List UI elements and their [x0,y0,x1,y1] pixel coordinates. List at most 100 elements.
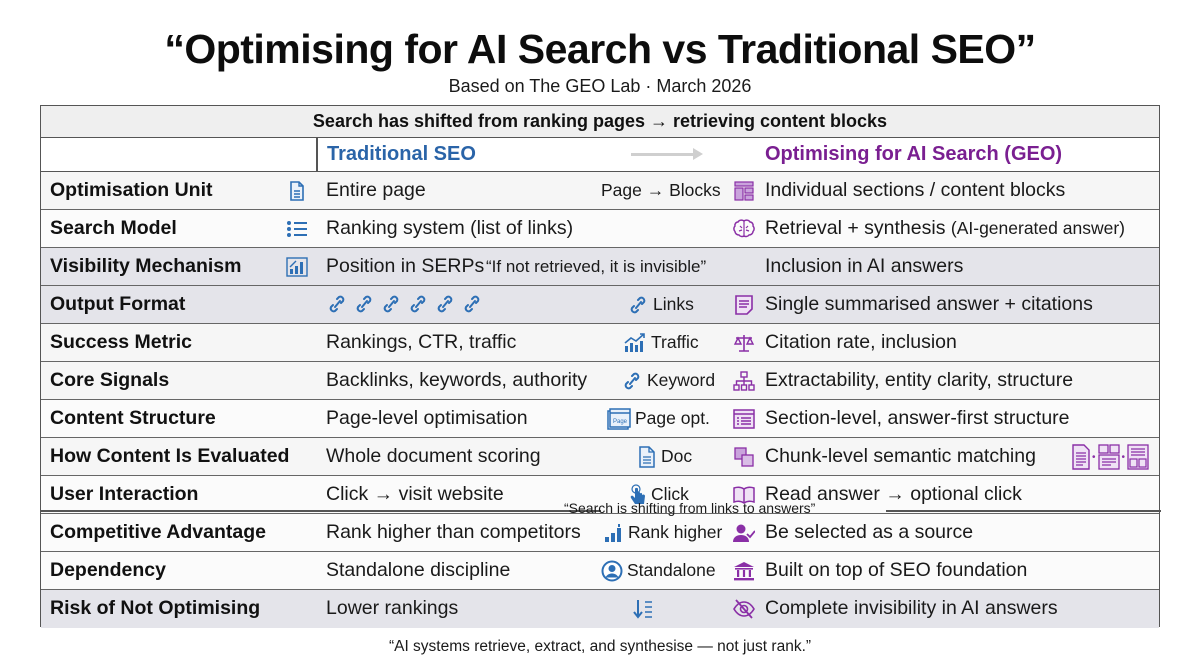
table-body: Optimisation Unit Entire page Page → Blo… [41,172,1159,628]
table-row: Competitive Advantage Rank higher than c… [41,514,1159,552]
row-label: Competitive Advantage [50,521,266,543]
mini-label: Traffic [651,332,699,352]
svg-text:Page: Page [613,419,628,425]
geo-value: Citation rate, inclusion [765,331,957,353]
section-list-icon [733,409,755,429]
link-icon [410,295,426,313]
mini-click: Click [629,476,689,513]
geo-value: Inclusion in AI answers [765,255,964,277]
traditional-value: Ranking system (list of links) [326,217,574,239]
table-row: Dependency Standalone discipline Standal… [41,552,1159,590]
divider-line-right [886,510,1161,512]
table-row: Search Model Ranking system (list of lin… [41,210,1159,248]
mini-label: Links [653,294,694,314]
table-row: Optimisation Unit Entire page Page → Blo… [41,172,1159,210]
traditional-value: Page-level optimisation [326,407,528,429]
traditional-value: Whole document scoring [326,445,541,467]
geo-value: Read answer → optional click [765,483,1022,505]
link-icon [383,295,399,313]
geo-value: Single summarised answer + citations [765,293,1093,315]
user-check-icon [733,524,755,542]
link-icon [437,295,453,313]
link-icon [356,295,372,313]
institution-icon [734,562,754,581]
mini-label: Click [651,484,689,504]
table-header: Traditional SEO Optimising for AI Search… [41,138,1159,172]
chunk-icons-group: • • [1071,444,1150,470]
tap-icon [630,483,645,504]
document-blocks-icon [1127,444,1149,470]
hierarchy-icon [733,371,755,391]
arrow-right-icon [631,148,703,160]
traditional-value: Rankings, CTR, traffic [326,331,517,353]
mini-rank-higher: Rank higher [604,514,722,551]
traditional-value: Lower rankings [326,597,459,619]
blocks-document-icon [1097,444,1120,470]
chunks-icon [734,447,754,467]
summary-document-icon [735,295,753,315]
row-label: Risk of Not Optimising [50,597,261,619]
dot-separator: • [1121,451,1126,463]
geo-value: Complete invisibility in AI answers [765,597,1058,619]
mini-standalone: Standalone [601,552,716,589]
row-label: Content Structure [50,407,216,429]
traditional-value: Entire page [326,179,426,201]
layout-blocks-icon [734,181,754,201]
row-label: User Interaction [50,483,199,505]
geo-value: Built on top of SEO foundation [765,559,1028,581]
table-banner: Search has shifted from ranking pages → … [41,106,1159,138]
geo-value: Individual sections / content blocks [765,179,1066,201]
eye-off-icon [733,599,755,619]
trend-chart-icon [624,332,645,352]
traditional-value: Position in SERPs [326,255,485,277]
row-label: Core Signals [50,369,170,391]
mini-page-opt: Page Page opt. [607,400,710,437]
geo-value: Retrieval + synthesis (AI-generated answ… [765,217,1125,239]
mini-label: Rank higher [628,522,723,542]
header-geo: Optimising for AI Search (GEO) [765,143,1063,165]
row-label: Optimisation Unit [50,179,213,201]
brain-icon [733,219,755,238]
table-row: Core Signals Backlinks, keywords, author… [41,362,1159,400]
geo-value: Be selected as a source [765,521,974,543]
page-subtitle: Based on The GEO Lab · March 2026 [448,76,752,96]
browser-page-icon: Page [607,407,631,430]
link-icons-group [326,294,483,314]
traditional-value: Rank higher than competitors [326,521,581,543]
table-row: Visibility Mechanism Position in SERPs “… [41,248,1159,286]
sort-down-icon [633,600,652,619]
scales-icon [733,335,755,352]
row-label: Visibility Mechanism [50,255,242,277]
table-row: Output Format Links Single summarised an… [41,286,1159,324]
page-title: “Optimising for AI Search vs Traditional… [164,26,1036,72]
dot-separator: • [1092,451,1096,463]
mini-links: Links [627,286,694,323]
row-label: Dependency [50,559,166,581]
inline-quote: “If not retrieved, it is invisible” [486,257,707,276]
mini-label: Page → Blocks [601,180,721,200]
comparison-table: Search has shifted from ranking pages → … [40,105,1161,628]
mini-keyword: Keyword [621,362,715,399]
footer-quote: “AI systems retrieve, extract, and synth… [388,638,812,655]
divider-quote: “Search is shifting from links to answer… [564,500,816,516]
document-icon [290,181,304,201]
open-book-icon [733,486,755,504]
mini-doc: Doc [637,438,692,475]
mini-label: Standalone [627,560,716,580]
mini-traffic: Traffic [623,324,699,361]
traditional-value: Standalone discipline [326,559,511,581]
row-label: How Content Is Evaluated [50,445,290,467]
table-row: Content Structure Page-level optimisatio… [41,400,1159,438]
bar-chart-icon [286,257,308,277]
table-row: User Interaction Click → visit website C… [41,476,1159,514]
document-icon [639,445,655,468]
table-row: Risk of Not Optimising Lower rankings Co… [41,590,1159,628]
table-row: Success Metric Rankings, CTR, traffic Tr… [41,324,1159,362]
geo-value: Chunk-level semantic matching [765,445,1036,467]
traditional-value: Click → visit website [326,483,504,505]
row-label: Output Format [50,293,186,315]
mini-label: Doc [661,446,693,466]
row-label: Success Metric [50,331,192,353]
document-icon [1072,444,1090,470]
link-icon [329,295,345,313]
